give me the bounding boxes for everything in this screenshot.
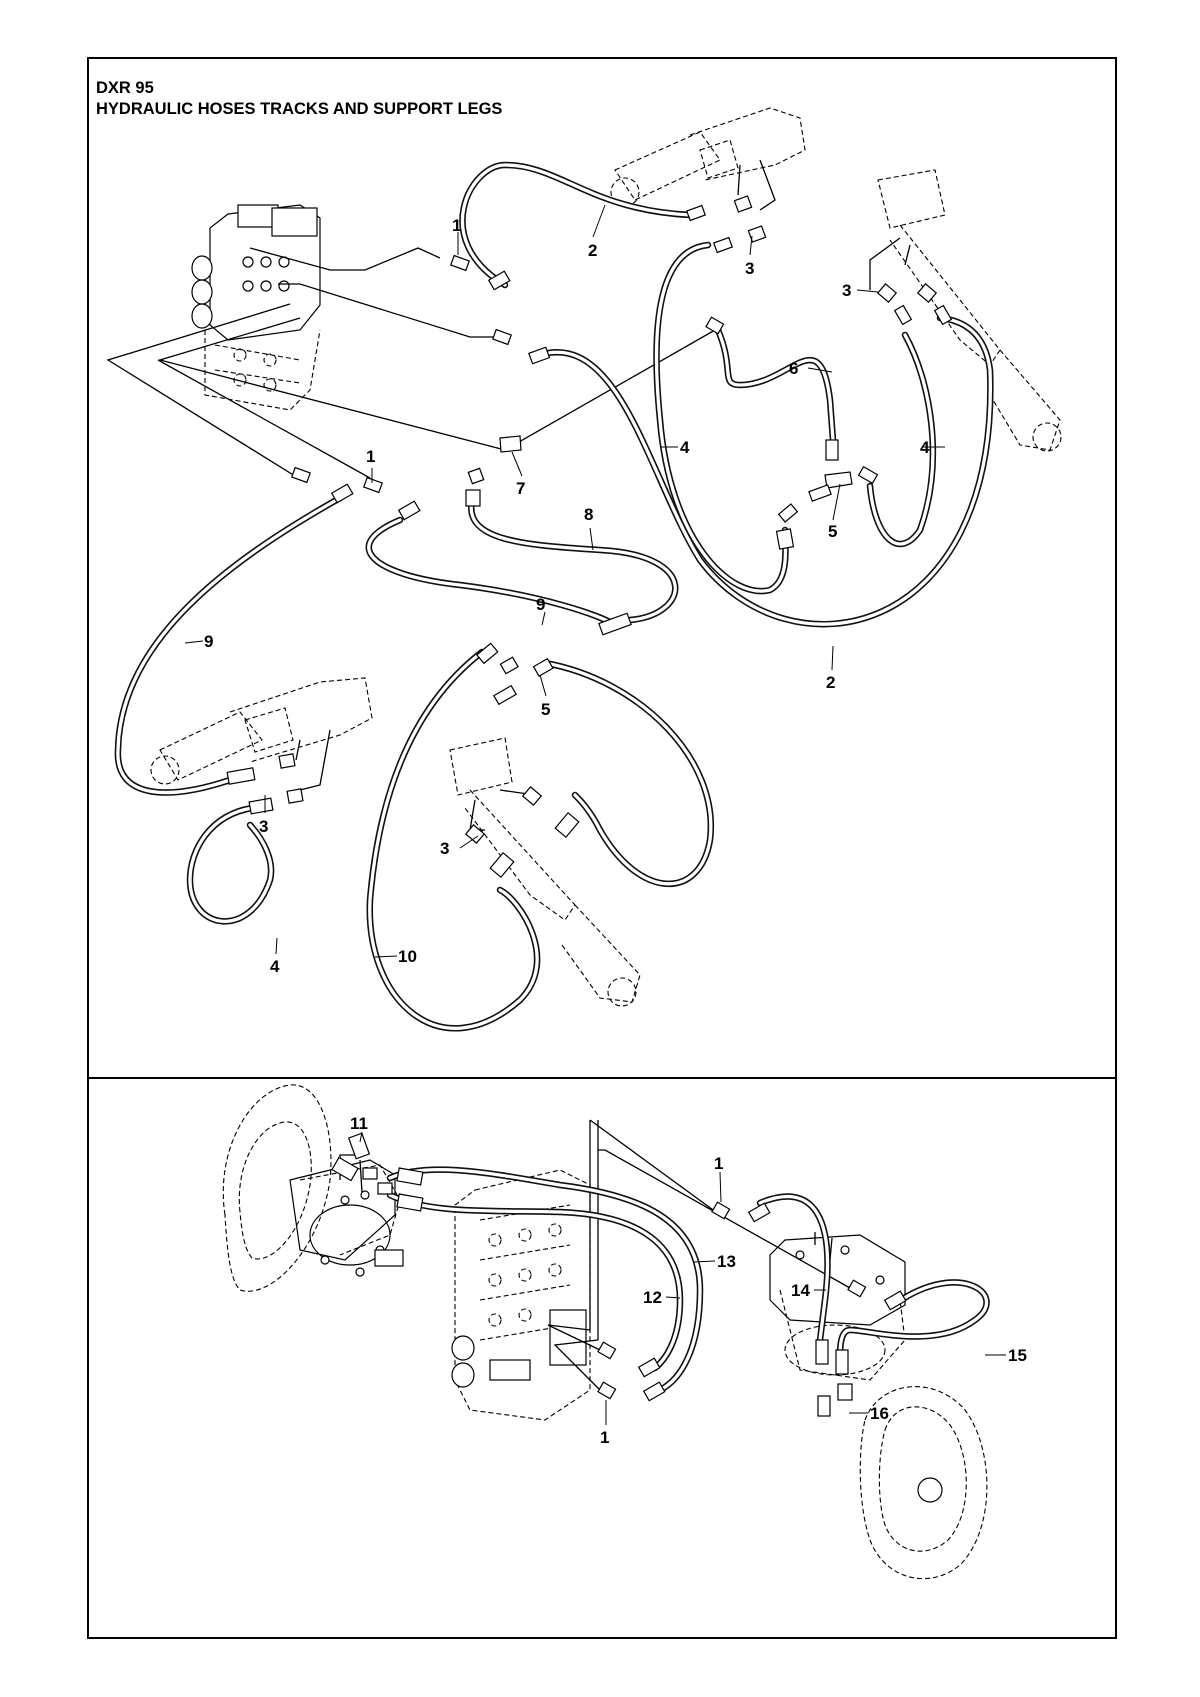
control-valve-block xyxy=(191,204,321,411)
bottom-assembly: 11 1 13 12 14 15 16 1 xyxy=(222,1084,1027,1580)
callout-10: 10 xyxy=(398,947,417,966)
callout-1: 1 xyxy=(714,1154,723,1173)
callout-4: 4 xyxy=(270,957,280,976)
callout-1: 1 xyxy=(600,1428,609,1447)
callouts-top: 1 2 3 3 6 1 7 4 4 8 5 9 9 2 5 3 3 10 4 xyxy=(204,216,930,976)
support-leg-cylinder-left xyxy=(150,677,373,791)
callout-9: 9 xyxy=(204,632,213,651)
callout-5: 5 xyxy=(541,700,550,719)
fittings-bottom xyxy=(331,1132,907,1417)
callout-4: 4 xyxy=(920,438,930,457)
hoses-top xyxy=(114,161,994,1032)
callouts-bottom: 11 1 13 12 14 15 16 1 xyxy=(350,1114,1027,1447)
callout-16: 16 xyxy=(870,1404,889,1423)
callout-3: 3 xyxy=(745,259,754,278)
callout-2: 2 xyxy=(588,241,597,260)
drawing-frame xyxy=(87,57,1117,1639)
top-assembly: 1 2 3 3 6 1 7 4 4 8 5 9 9 2 5 3 3 10 4 xyxy=(106,107,1062,1032)
callout-13: 13 xyxy=(717,1252,736,1271)
callout-2: 2 xyxy=(826,673,835,692)
model-title: DXR 95 xyxy=(96,79,154,97)
callout-14: 14 xyxy=(791,1281,810,1300)
drawing-subtitle: HYDRAULIC HOSES TRACKS AND SUPPORT LEGS xyxy=(96,100,503,118)
track-motor-right xyxy=(769,1232,988,1580)
callout-8: 8 xyxy=(584,505,593,524)
support-leg-cylinder-middle xyxy=(449,737,641,1007)
title-block: DXR 95 HYDRAULIC HOSES TRACKS AND SUPPOR… xyxy=(96,78,502,120)
callout-3: 3 xyxy=(842,281,851,300)
callout-5: 5 xyxy=(828,522,837,541)
callout-4: 4 xyxy=(680,438,690,457)
callout-3: 3 xyxy=(259,817,268,836)
track-motor-left xyxy=(222,1084,404,1292)
callout-3: 3 xyxy=(440,839,449,858)
support-leg-cylinder-upper xyxy=(610,107,806,211)
leaders-bottom xyxy=(359,1131,1006,1425)
hoses-bottom xyxy=(386,1166,990,1394)
callout-9: 9 xyxy=(536,595,545,614)
fittings-top xyxy=(226,195,953,879)
routing-lines-bottom xyxy=(547,1119,851,1391)
callout-15: 15 xyxy=(1008,1346,1027,1365)
callout-6: 6 xyxy=(789,359,798,378)
leaders-top xyxy=(184,204,945,958)
section-divider xyxy=(87,1077,1117,1079)
callout-1: 1 xyxy=(452,216,461,235)
callout-11: 11 xyxy=(350,1114,368,1133)
callout-12: 12 xyxy=(643,1288,662,1307)
callout-1: 1 xyxy=(366,447,375,466)
callout-7: 7 xyxy=(516,479,525,498)
control-valve-block-bottom xyxy=(451,1169,591,1421)
